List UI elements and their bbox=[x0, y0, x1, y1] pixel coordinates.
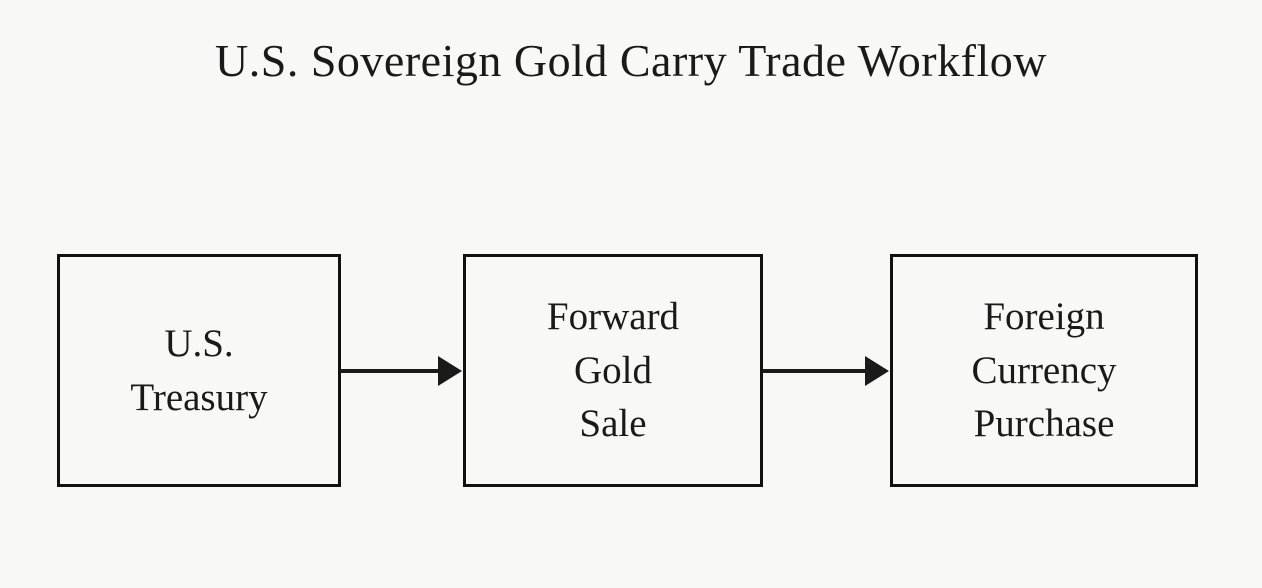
arrow-head-icon bbox=[865, 356, 889, 386]
node-forward-gold-sale-label: Forward Gold Sale bbox=[546, 294, 680, 446]
arrow-head-icon bbox=[438, 356, 462, 386]
arrow-shaft bbox=[340, 369, 438, 373]
arrow-shaft bbox=[763, 369, 865, 373]
node-us-treasury: U.S. Treasury bbox=[57, 254, 341, 487]
diagram-title: U.S. Sovereign Gold Carry Trade Workflow bbox=[215, 35, 1047, 86]
node-us-treasury-label: U.S. Treasury bbox=[130, 321, 268, 419]
node-forward-gold-sale: Forward Gold Sale bbox=[463, 254, 763, 487]
node-foreign-currency-purchase: Foreign Currency Purchase bbox=[890, 254, 1198, 487]
node-foreign-currency-purchase-label: Foreign Currency Purchase bbox=[971, 294, 1117, 446]
